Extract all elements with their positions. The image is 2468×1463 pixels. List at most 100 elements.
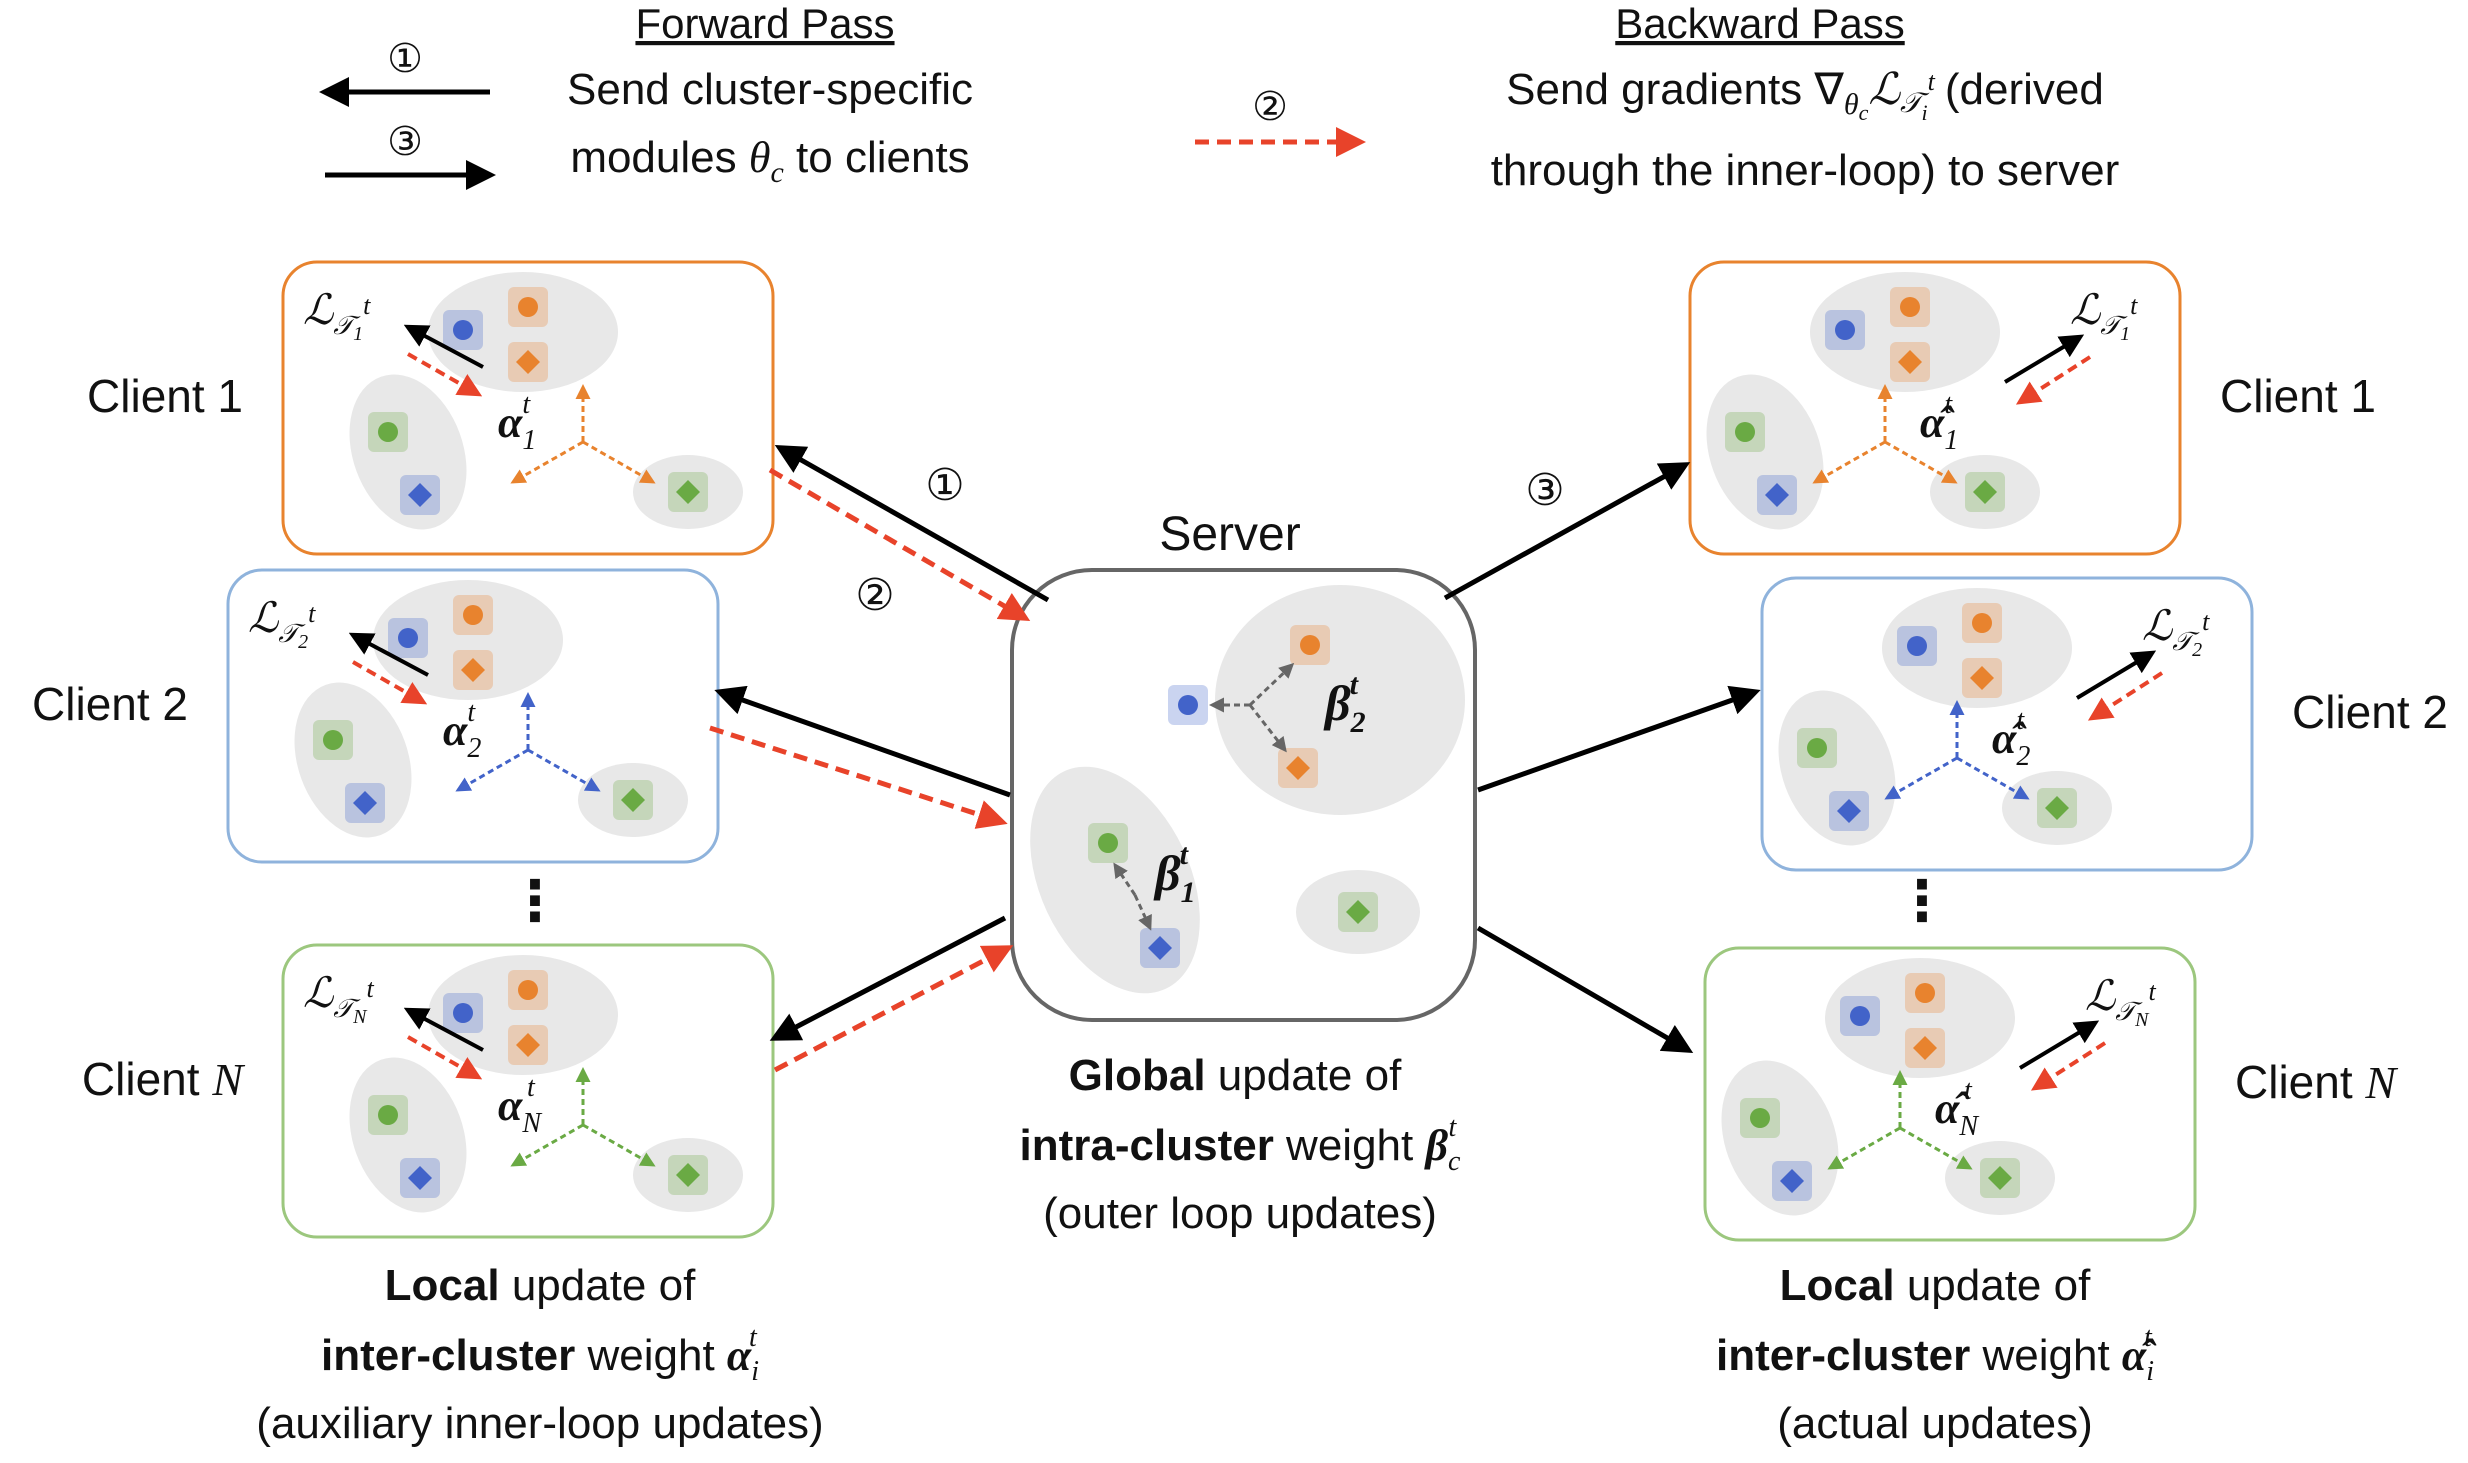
inter-cluster-arrow <box>527 748 601 792</box>
loss-black-arrow <box>403 1007 484 1052</box>
arrow-server-to-right-client2 <box>1477 685 1761 793</box>
node-green-circle <box>313 720 353 760</box>
weight-label: α1t <box>498 389 536 456</box>
legend-step3-marker: ③ <box>387 120 423 164</box>
server-cluster-2 <box>1215 585 1465 815</box>
left-ellipsis: ⋮ <box>507 869 563 932</box>
backward-line1: Send gradients ∇θcℒ𝒯it(derived <box>1506 65 2104 125</box>
node-green-circle-circle-marker <box>323 730 343 750</box>
node-green-diamond <box>2037 788 2077 828</box>
node-orange-diamond-diamond-marker <box>516 1033 540 1057</box>
node-blue-circle-circle-marker <box>398 628 418 648</box>
forward-pass-title: Forward Pass <box>635 0 894 47</box>
caption-center: Global update of intra-cluster weight βc… <box>1020 1051 1461 1238</box>
inter-cluster-arrow <box>1827 1126 1901 1170</box>
server-node-orange-diamond <box>1278 748 1318 788</box>
server-node-green-diamond <box>1338 892 1378 932</box>
weight-label: α2t <box>443 697 481 764</box>
arrow-left-clientN-to-server <box>773 945 1014 1073</box>
server-cluster-1 <box>1030 766 1200 994</box>
cluster-top <box>1882 588 2072 708</box>
node-orange-diamond-diamond-marker <box>1913 1036 1937 1060</box>
caption-right-line3: (actual updates) <box>1777 1399 2093 1448</box>
node-blue-circle <box>443 310 483 350</box>
node-green-circle <box>368 1095 408 1135</box>
inter-cluster-arrow <box>582 1123 656 1167</box>
server-node-blue-circle <box>1168 685 1208 725</box>
server-node-orange-circle-circle-marker <box>1300 635 1320 655</box>
node-orange-diamond-diamond-marker <box>1898 350 1922 374</box>
caption-left-line1: Local update of <box>385 1261 696 1310</box>
caption-right: Local update of inter-cluster weight α̂i… <box>1716 1261 2157 1448</box>
node-orange-circle <box>508 287 548 327</box>
loss-red-arrow <box>407 352 483 397</box>
inter-cluster-arrow <box>510 1123 584 1167</box>
loss-black-arrow <box>2075 650 2157 700</box>
client-label: Client 2 <box>2292 686 2448 738</box>
node-blue-diamond <box>1772 1161 1812 1201</box>
node-blue-circle <box>1825 310 1865 350</box>
server-beta2: β2t <box>1323 668 1366 739</box>
weight-label: αNt <box>498 1072 542 1139</box>
node-orange-diamond <box>1962 658 2002 698</box>
node-blue-diamond-diamond-marker <box>408 1166 432 1190</box>
node-blue-diamond-diamond-marker <box>1837 799 1861 823</box>
loss-label: ℒ𝒯Nt <box>2085 974 2157 1031</box>
server-label: Server <box>1159 508 1300 561</box>
node-green-circle <box>1797 728 1837 768</box>
node-orange-diamond <box>1905 1028 1945 1068</box>
cluster-lower <box>1706 374 1824 530</box>
node-blue-circle-circle-marker <box>1835 320 1855 340</box>
inter-cluster-arrow <box>510 440 584 484</box>
caption-center-line2: intra-cluster weight βct <box>1020 1112 1461 1177</box>
node-orange-circle-circle-marker <box>1900 297 1920 317</box>
flow-step1: ① <box>925 461 964 510</box>
arrow-server-to-left-clientN <box>769 915 1007 1041</box>
server-node-orange-diamond-diamond-marker <box>1286 756 1310 780</box>
cluster-top <box>1825 958 2015 1078</box>
intra-cluster-arrow <box>1113 862 1137 896</box>
node-blue-circle <box>1897 626 1937 666</box>
loss-black-arrow <box>403 324 484 369</box>
node-blue-circle <box>443 993 483 1033</box>
forward-line1: Send cluster-specific <box>567 65 973 114</box>
loss-red-arrow <box>2030 1041 2107 1091</box>
node-green-diamond-diamond-marker <box>676 1163 700 1187</box>
inter-cluster-arrow <box>582 440 656 484</box>
node-green-diamond <box>1965 472 2005 512</box>
server-nodes <box>1088 625 1378 968</box>
weight-label: α̂Nt <box>1935 1075 1979 1142</box>
backward-line2: through the inner-loop) to server <box>1491 146 2120 195</box>
right-ellipsis: ⋮ <box>1894 869 1950 932</box>
server-node-green-diamond-diamond-marker <box>1346 900 1370 924</box>
caption-right-line1: Local update of <box>1780 1261 2091 1310</box>
legend-step1-marker: ① <box>387 37 423 81</box>
caption-left-line3: (auxiliary inner-loop updates) <box>256 1399 823 1448</box>
node-blue-circle-circle-marker <box>453 320 473 340</box>
node-green-circle <box>1725 412 1765 452</box>
server-node-blue-diamond <box>1140 928 1180 968</box>
loss-label: ℒ𝒯2t <box>248 596 316 653</box>
node-blue-circle-circle-marker <box>1907 636 1927 656</box>
cluster-lower <box>294 682 412 838</box>
node-blue-circle-circle-marker <box>1850 1006 1870 1026</box>
node-orange-diamond <box>453 650 493 690</box>
node-green-diamond-diamond-marker <box>1988 1166 2012 1190</box>
server-node-blue-diamond-diamond-marker <box>1148 936 1172 960</box>
node-orange-circle-circle-marker <box>463 605 483 625</box>
node-green-circle-circle-marker <box>378 1105 398 1125</box>
loss-black-arrow <box>2003 334 2085 384</box>
arrow-server-to-right-clientN <box>1476 925 1694 1054</box>
cluster-lower <box>1721 1060 1839 1216</box>
node-green-diamond-diamond-marker <box>621 788 645 812</box>
cluster-lower <box>1778 690 1896 846</box>
cluster-top <box>1810 272 2000 392</box>
node-orange-circle-circle-marker <box>1915 983 1935 1003</box>
client-label: Client 1 <box>87 370 243 422</box>
inter-cluster-arrow <box>1956 756 2030 800</box>
arrow-server-to-left-client1 <box>774 445 1050 603</box>
